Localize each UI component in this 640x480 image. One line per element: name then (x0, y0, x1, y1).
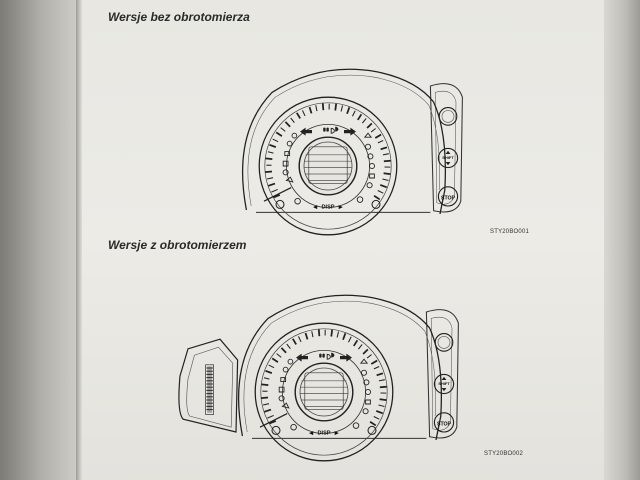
disp-left-arrow-2: ◀ (309, 430, 314, 436)
section-heading-without-tachometer: Wersje bez obrotomierza (108, 10, 250, 24)
disp-left-arrow: ◀ (313, 204, 318, 210)
stop-label-2: STOP (437, 422, 452, 428)
shift-label-2: SHIFT (438, 381, 450, 386)
disp-right-arrow: ▶ (339, 204, 344, 210)
book-gutter (76, 0, 82, 480)
instrument-cluster-no-tachometer: DISP ◀ ▶ SHIFT STOP (241, 68, 464, 236)
disp-label: DISP (321, 204, 334, 210)
figure-code-2: STY20BO002 (484, 451, 524, 457)
shift-label: SHIFT (442, 155, 454, 160)
disp-label-2: DISP (317, 430, 330, 436)
right-page-edge (604, 0, 640, 480)
stop-label: STOP (441, 196, 456, 202)
section-heading-with-tachometer: Wersje z obrotomierzem (108, 238, 247, 252)
figure-code-1: STY20BO001 (490, 229, 530, 235)
instrument-cluster-with-tachometer: DISP ◀ ▶ SHIFT STOP (178, 294, 460, 462)
tachometer-pod (178, 338, 239, 433)
disp-right-arrow-2: ▶ (335, 430, 340, 436)
left-page-edge (0, 0, 78, 480)
